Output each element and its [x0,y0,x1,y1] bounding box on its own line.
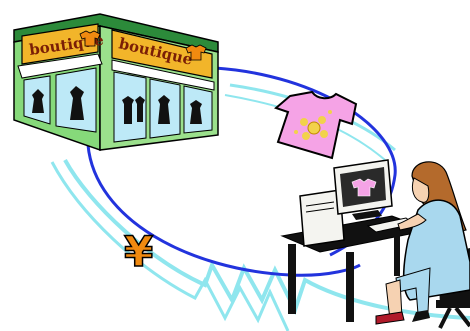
woman-at-computer-icon [282,160,470,328]
pink-tshirt-icon [276,92,356,158]
boutique-store-icon: boutique boutique [14,14,218,150]
yen-icon: ¥ [124,227,153,276]
currency-symbol: ¥ [124,227,153,276]
